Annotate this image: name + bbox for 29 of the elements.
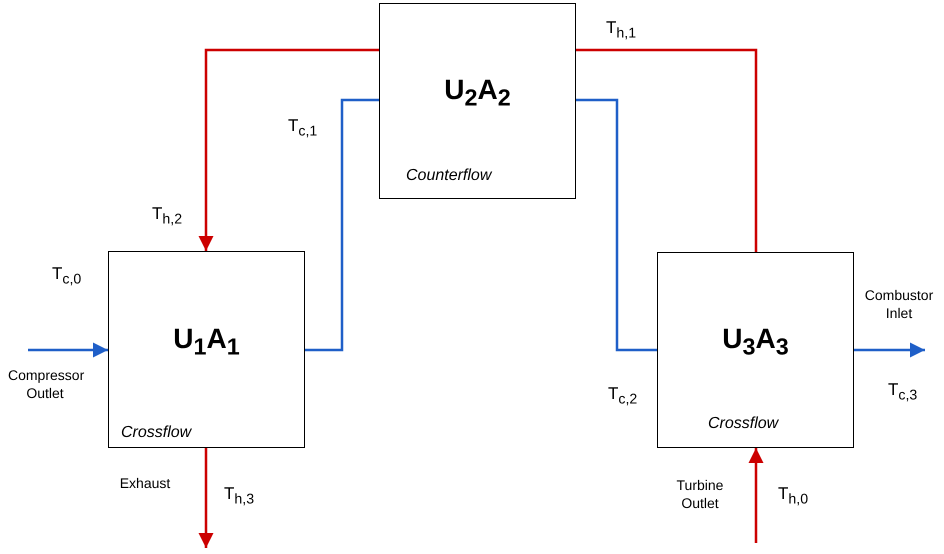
flow-arrow — [198, 48, 379, 251]
temperature-label: T$_{h,3}$ — [224, 484, 254, 508]
temperature-label: T$_{h,1}$ — [606, 18, 636, 42]
flow-arrow — [854, 342, 925, 358]
stream-label: Exhaust — [118, 474, 172, 492]
temperature-label: T$_{h,2}$ — [152, 204, 182, 228]
flow-type-label: Crossflow — [708, 415, 778, 433]
flow-arrow — [748, 448, 764, 543]
flow-type-label: Crossflow — [121, 424, 192, 442]
heat-exchanger-box — [657, 252, 854, 448]
flow-line — [576, 48, 758, 252]
temperature-label: T$_{c,1}$ — [288, 116, 318, 140]
temperature-label: T$_{h,0}$ — [778, 484, 808, 508]
stream-label: Combustor Inlet — [864, 286, 934, 322]
stream-label: Turbine Outlet — [676, 476, 724, 512]
exchanger-label: U$_{3}$A$_{3}$ — [721, 323, 790, 361]
heat-exchanger-box — [108, 251, 305, 448]
flow-type-label: Counterflow — [406, 167, 492, 185]
exchanger-label: U$_{1}$A$_{1}$ — [172, 322, 241, 360]
flow-line — [576, 98, 657, 352]
temperature-label: T$_{c,3}$ — [888, 380, 918, 404]
temperature-label: T$_{c,2}$ — [608, 384, 638, 408]
heat-exchanger-box — [379, 3, 576, 199]
temperature-label: T$_{c,0}$ — [52, 264, 82, 288]
flow-line — [305, 98, 379, 352]
stream-label: Compressor Outlet — [8, 366, 82, 402]
exchanger-label: U$_{2}$A$_{2}$ — [443, 74, 512, 112]
flow-arrow — [198, 448, 214, 548]
flow-arrow — [28, 342, 108, 358]
